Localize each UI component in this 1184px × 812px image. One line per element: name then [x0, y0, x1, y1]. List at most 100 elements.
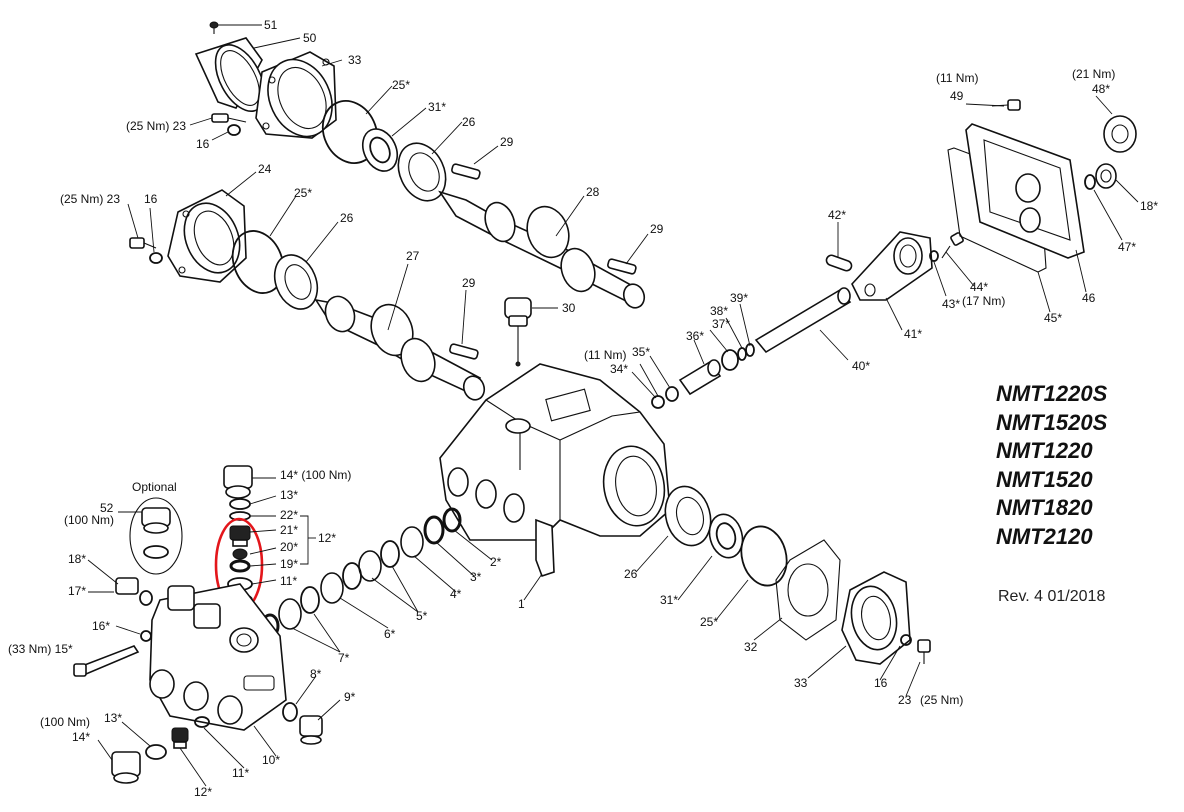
part-28-crankshaft: [438, 190, 646, 309]
model-name: NMT1520: [996, 466, 1093, 492]
label-13-bottom: 13*: [104, 711, 122, 725]
label-50: 50: [303, 31, 317, 45]
label-38: 38*: [710, 304, 728, 318]
label-14-bottom: 14*: [72, 730, 90, 744]
part-12-valve-bottom: [171, 727, 189, 749]
label-optional: Optional: [132, 480, 177, 494]
label-29-mid: 29: [462, 276, 476, 290]
label-43: 43*: [942, 297, 960, 311]
label-27: 27: [406, 249, 420, 263]
model-name: NMT2120: [996, 523, 1093, 549]
label-16-right: 16: [874, 676, 888, 690]
part-34-screw: [651, 395, 665, 409]
label-39: 39*: [730, 291, 748, 305]
part-36-sleeve: [678, 359, 722, 396]
part-25-oring-top: [321, 100, 379, 164]
label-11nm-49: (11 Nm): [936, 71, 978, 85]
label-11-bottom: 11*: [232, 766, 249, 780]
label-100nm-14: (100 Nm): [40, 715, 90, 729]
label-25-left: 25*: [294, 186, 312, 200]
label-35: 35*: [632, 345, 650, 359]
part-37-washer: [721, 349, 739, 371]
part-30-oil-dipstick: [504, 297, 532, 367]
part-48-plug: [1103, 115, 1137, 153]
part-33-top-cover: [255, 51, 337, 139]
label-32: 32: [744, 640, 758, 654]
label-47: 47*: [1118, 240, 1136, 254]
label-42: 42*: [828, 208, 846, 222]
label-45: 45*: [1044, 311, 1062, 325]
label-1: 1: [518, 597, 525, 611]
part-11-oring-bottom: [194, 716, 210, 728]
label-22: 22*: [280, 508, 298, 522]
label-6: 6*: [384, 627, 396, 641]
part-16-washer-top: [227, 124, 241, 136]
label-51: 51: [264, 18, 278, 32]
label-31-top: 31*: [428, 100, 446, 114]
model-name: NMT1820: [996, 495, 1093, 520]
label-40: 40*: [852, 359, 870, 373]
label-4: 4*: [450, 587, 462, 601]
part-19-valve-seat: [229, 559, 251, 573]
part-39-oring: [745, 343, 755, 357]
seal-stack: [260, 507, 462, 639]
part-18-plug-front: [115, 577, 139, 595]
label-33-top: 33: [348, 53, 362, 67]
label-26-right: 26: [624, 567, 638, 581]
label-26-top: 26: [462, 115, 476, 129]
label-21: 21*: [280, 523, 298, 537]
part-50-cap: [194, 37, 266, 112]
label-26-left: 26: [340, 211, 354, 225]
part-27-crankshaft: [314, 295, 486, 401]
label-21nm: (21 Nm): [1072, 67, 1115, 81]
label-23-top: (25 Nm) 23: [126, 119, 186, 133]
model-name: NMT1520S: [996, 409, 1108, 435]
label-11-valve: 11*: [280, 574, 297, 588]
part-23-screw-left: [129, 237, 157, 249]
label-16-front: 16*: [92, 619, 110, 633]
part-13-oring-top: [229, 498, 251, 510]
label-29-right: 29: [650, 222, 664, 236]
model-list: NMT1220S NMT1520S NMT1220 NMT1520 NMT182…: [996, 380, 1176, 551]
label-16-left: 16: [144, 192, 158, 206]
label-17: 17*: [68, 584, 86, 598]
part-41-connecting-rod: [851, 231, 933, 301]
part-25-oring-right: [740, 525, 788, 587]
label-23-right: 23: [898, 693, 912, 707]
part-1-crankcase: [439, 363, 671, 578]
label-19: 19*: [280, 557, 298, 571]
label-33-right: 33: [794, 676, 808, 690]
model-name: NMT1220S: [996, 381, 1108, 406]
part-29-key-right: [607, 258, 637, 275]
label-46: 46: [1082, 291, 1096, 305]
label-52: 52: [100, 501, 114, 515]
part-49-screw: [991, 99, 1021, 111]
label-25-top: 25*: [392, 78, 410, 92]
part-16-washer-front: [140, 630, 152, 642]
label-7: 7*: [338, 651, 350, 665]
part-24-side-cover: [167, 189, 247, 283]
label-18-front: 18*: [68, 552, 86, 566]
label-14-top: 14* (100 Nm): [280, 468, 351, 482]
part-13-oring-bottom: [145, 744, 167, 760]
part-25-oring-left: [231, 230, 285, 294]
label-23-left: (25 Nm) 23: [60, 192, 120, 206]
part-labels: 51 50 33 25* 31* 26 29 (25 Nm) 23 16 24 …: [8, 18, 1158, 799]
label-20: 20*: [280, 540, 298, 554]
part-16-washer-right: [900, 634, 912, 646]
part-33-cover-right: [841, 571, 911, 665]
part-14-plug-top: [223, 465, 253, 499]
leader-lines: [87, 24, 1139, 787]
label-3: 3*: [470, 570, 482, 584]
label-15: (33 Nm) 15*: [8, 642, 73, 656]
part-26-bearing-right: [664, 485, 712, 547]
label-11nm-34: (11 Nm): [584, 348, 626, 362]
label-12-bottom: 12*: [194, 785, 212, 799]
part-38-oring: [737, 347, 747, 361]
label-31-right: 31*: [660, 593, 678, 607]
part-29-key-mid: [449, 343, 479, 360]
label-17nm: (17 Nm): [962, 294, 1005, 308]
label-29-top: 29: [500, 135, 514, 149]
part-29-key-top: [451, 163, 481, 180]
label-34: 34*: [610, 362, 628, 376]
